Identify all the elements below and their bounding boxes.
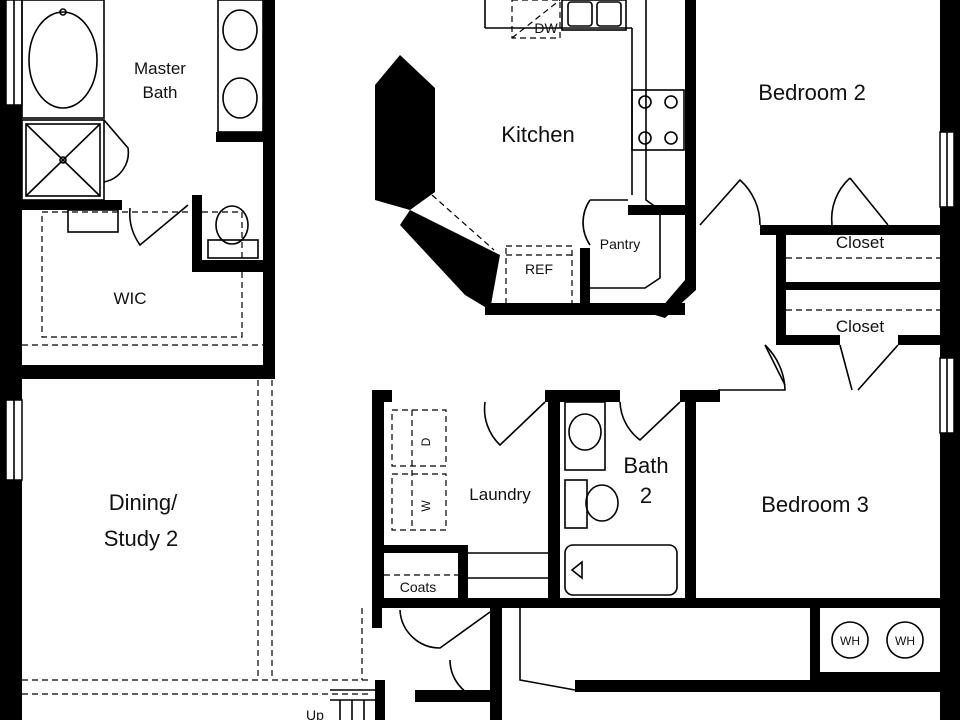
label-bedroom-3: Bedroom 3 (761, 492, 869, 517)
bedroom2-doors (699, 177, 940, 391)
dining-dashed (22, 380, 372, 695)
label-closet-upper: Closet (836, 233, 884, 252)
label-master-bath-1: Master (134, 59, 186, 78)
label-dw: DW (534, 20, 558, 36)
label-kitchen: Kitchen (501, 122, 574, 147)
wic-shelves (22, 209, 263, 346)
label-closet-lower: Closet (836, 317, 884, 336)
room-labels: Master Bath Kitchen Bedroom 2 Bedroom 3 … (104, 20, 915, 720)
label-dining-1: Dining/ (109, 490, 178, 515)
label-coats: Coats (400, 579, 437, 595)
label-washer: W (419, 500, 433, 512)
water-heaters (831, 621, 924, 659)
stairs (330, 689, 375, 720)
laundry-bath-fixtures (374, 401, 681, 701)
label-pantry: Pantry (600, 236, 640, 252)
label-ref: REF (525, 261, 553, 277)
label-bath-2-2: 2 (640, 483, 652, 508)
label-stairs-up: Up (306, 707, 324, 720)
label-dryer: D (419, 437, 433, 446)
label-bedroom-2: Bedroom 2 (758, 80, 866, 105)
label-bath-2-1: Bath (623, 453, 668, 478)
label-laundry: Laundry (469, 485, 531, 504)
label-dining-2: Study 2 (104, 526, 179, 551)
label-wh-1: WH (840, 634, 860, 648)
windows (5, 0, 955, 481)
label-wic: WIC (113, 289, 146, 308)
kitchen-fixtures (387, 0, 685, 305)
master-bath-fixtures (21, 0, 264, 259)
label-wh-2: WH (895, 634, 915, 648)
label-master-bath-2: Bath (143, 83, 178, 102)
